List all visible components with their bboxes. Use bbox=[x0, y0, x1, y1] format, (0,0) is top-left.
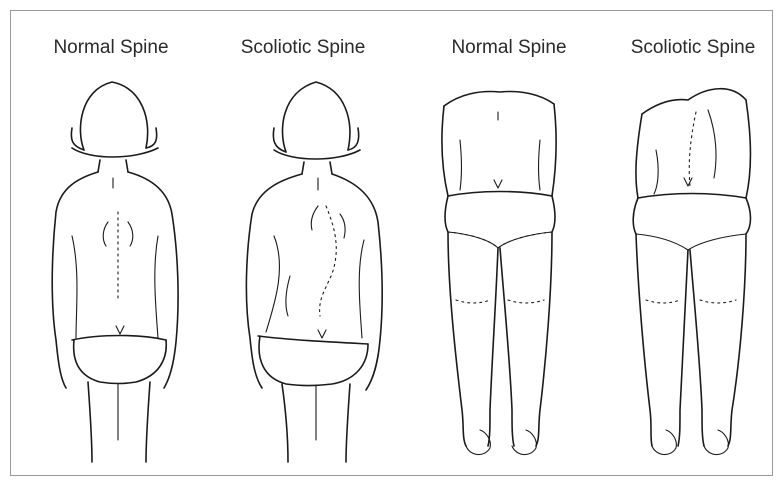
figure-4-bending-scoliotic bbox=[633, 89, 750, 455]
figure-3-bending-normal bbox=[442, 92, 556, 455]
figure-2-standing-scoliotic bbox=[246, 82, 382, 462]
figure-1-standing-normal bbox=[52, 82, 178, 462]
